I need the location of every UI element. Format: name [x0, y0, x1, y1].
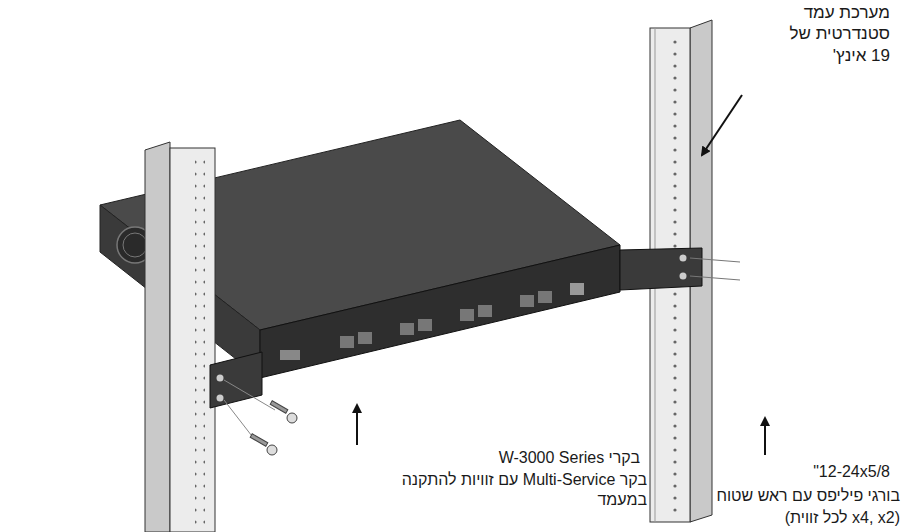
screw [224, 380, 297, 455]
mounting-bracket [210, 352, 262, 408]
callout-arrow [702, 95, 742, 155]
controller-label: בקרי W-3000 Series [360, 448, 640, 468]
callout-arrow [764, 418, 766, 455]
screw-label: בורגי פיליפס עם ראש שטוח [640, 486, 900, 506]
screw-count: (x4, x2 לכל זווית) [640, 508, 900, 528]
rack-post [145, 142, 215, 532]
controller-label: בקר Multi-Service עם זוויות להתקנה במעמד [362, 470, 647, 510]
callout-arrow [356, 405, 358, 445]
screw-size: 12-24x5/8" [690, 462, 890, 482]
rack-label: מערכת עמד סטנדרטית של 19 אינץ' [772, 2, 890, 66]
